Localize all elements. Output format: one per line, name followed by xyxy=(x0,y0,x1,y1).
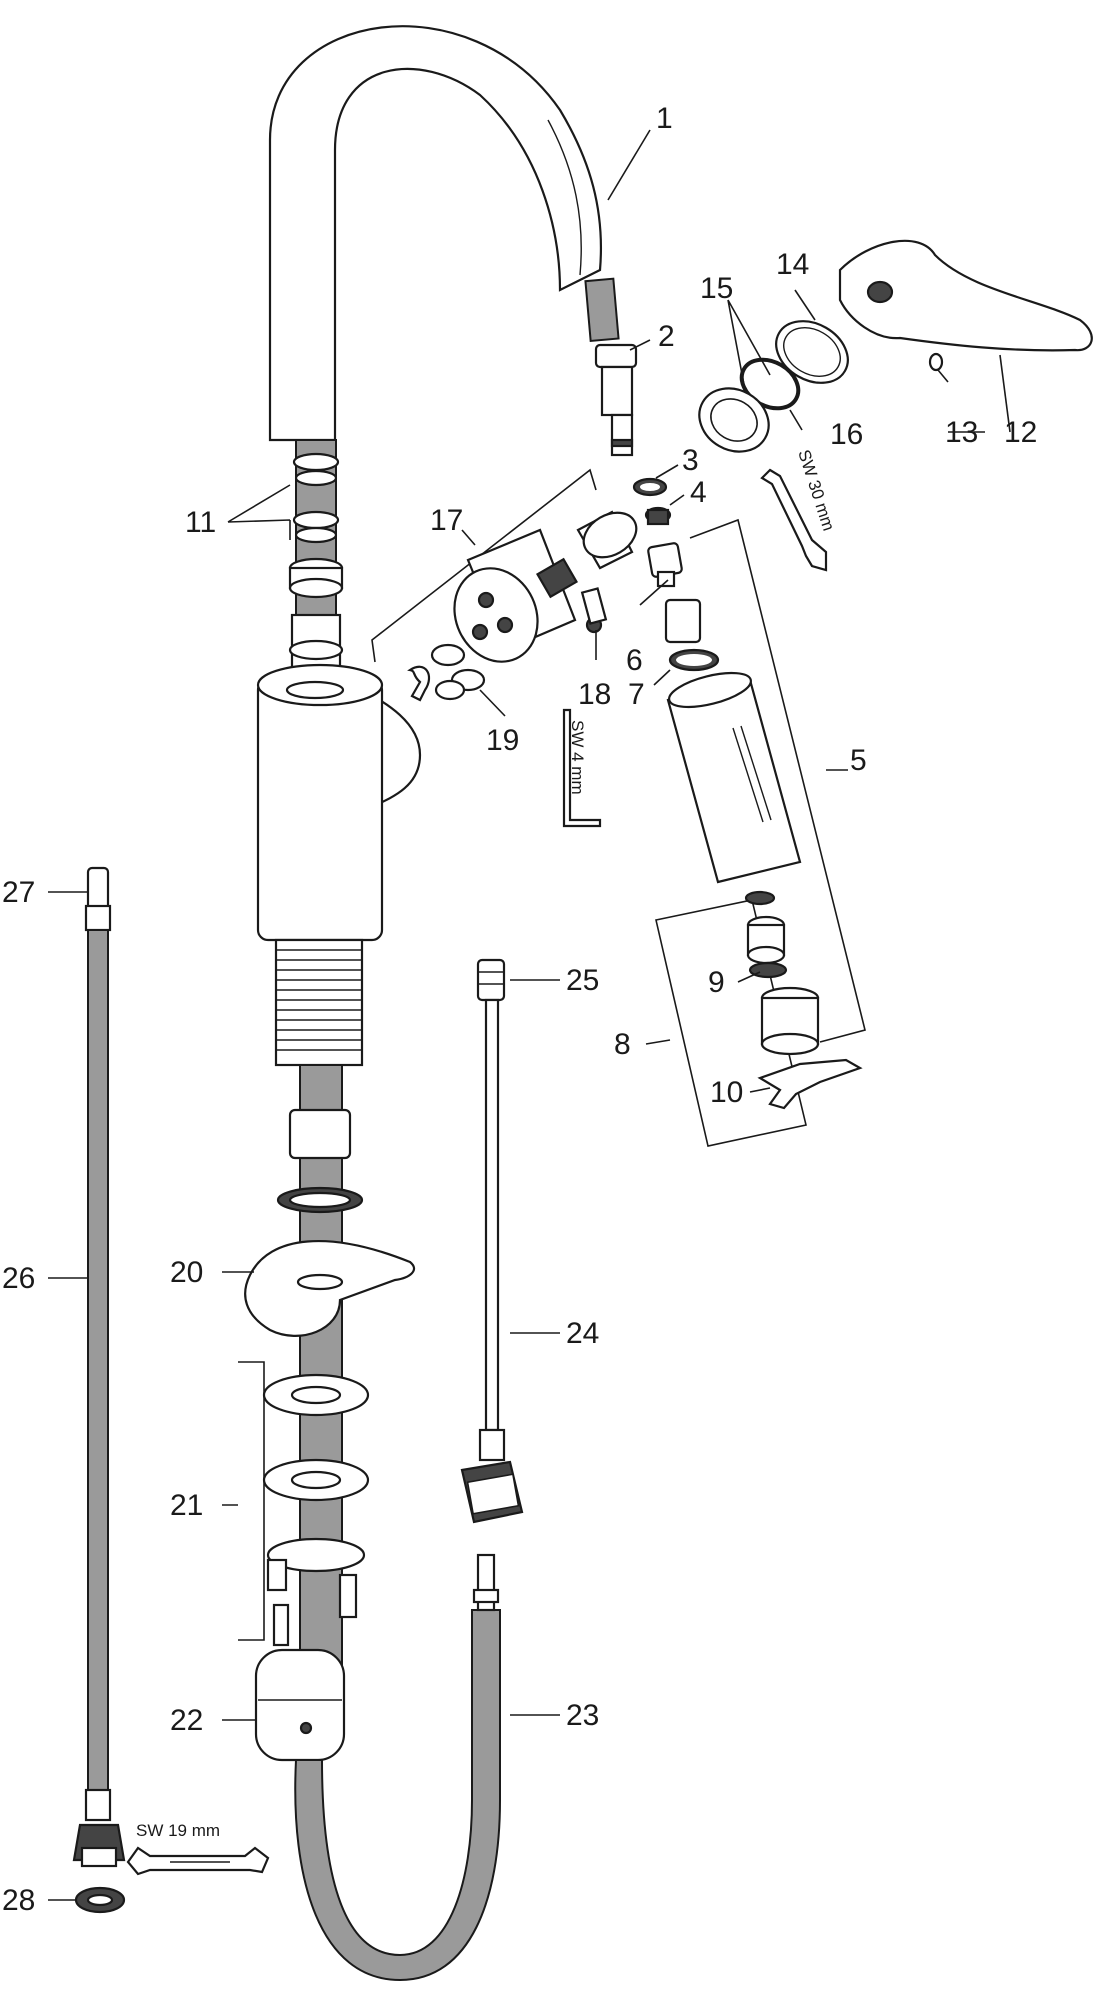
pullout-hose-upper xyxy=(584,277,620,343)
callout-2: 2 xyxy=(658,320,675,353)
wrench-sw30 xyxy=(760,468,828,572)
callout-23: 23 xyxy=(566,1699,599,1732)
callout-14: 14 xyxy=(776,248,809,281)
callout-22: 22 xyxy=(170,1704,203,1737)
o-ring-part-3 xyxy=(632,477,668,497)
callout-25: 25 xyxy=(566,964,599,997)
valve-part-4 xyxy=(644,506,672,526)
screw-part-18 xyxy=(580,587,608,634)
callout-15: 15 xyxy=(700,272,733,305)
callout-6: 6 xyxy=(626,644,643,677)
spray-sleeve-part-5 xyxy=(666,671,802,884)
callout-19: 19 xyxy=(486,724,519,757)
hose-connector-part xyxy=(594,343,638,457)
callout-16: 16 xyxy=(830,418,863,451)
tool-label-sw4: SW 4 mm xyxy=(568,720,587,795)
check-valve-part-6 xyxy=(647,542,683,588)
threaded-shank xyxy=(274,938,364,1067)
callout-24: 24 xyxy=(566,1317,599,1350)
callout-7: 7 xyxy=(628,678,645,711)
callout-3: 3 xyxy=(682,444,699,477)
callout-28: 28 xyxy=(2,1884,35,1917)
hex-key-sw4 xyxy=(562,708,602,828)
faucet-body xyxy=(256,663,422,942)
supply-hose-loop xyxy=(294,1553,501,1982)
seal-part-19 xyxy=(407,643,486,702)
callout-20: 20 xyxy=(170,1256,203,1289)
cartridge-part xyxy=(453,510,638,663)
outlet-hose-part xyxy=(460,958,524,1524)
screw-cap-part-13 xyxy=(928,352,944,372)
callout-4: 4 xyxy=(690,476,707,509)
callout-8: 8 xyxy=(614,1028,631,1061)
supply-line-part xyxy=(72,866,126,1914)
callout-13: 13 xyxy=(945,416,978,449)
callout-11: 11 xyxy=(185,506,216,539)
mounting-plate-part xyxy=(244,1239,416,1337)
callout-17: 17 xyxy=(430,504,463,537)
callout-21: 21 xyxy=(170,1489,203,1522)
callout-26: 26 xyxy=(2,1262,35,1295)
callout-10: 10 xyxy=(710,1076,743,1109)
callout-18: 18 xyxy=(578,678,611,711)
callout-12: 12 xyxy=(1004,416,1037,449)
nut-part-15 xyxy=(698,387,770,453)
callout-5: 5 xyxy=(850,744,867,777)
o-ring-part-7 xyxy=(668,648,720,672)
spout-shank xyxy=(288,439,344,672)
aerator-part-9 xyxy=(744,890,820,1056)
callout-27: 27 xyxy=(2,876,35,909)
cover-ring-part-14 xyxy=(775,320,849,384)
lever-handle-part-12 xyxy=(838,239,1093,352)
callout-labels: 1 2 3 4 5 6 7 8 9 10 11 12 13 14 15 16 1… xyxy=(2,102,1037,1917)
leader-lines xyxy=(48,129,1011,1901)
group-bracket-5 xyxy=(689,518,866,1043)
hose-weight-part xyxy=(254,1648,346,1762)
tool-label-sw19: SW 19 mm xyxy=(136,1821,220,1840)
callout-1: 1 xyxy=(656,102,673,135)
spout-part xyxy=(268,25,603,442)
sleeve-small xyxy=(664,598,702,644)
callout-9: 9 xyxy=(708,966,725,999)
aerator-key-part-10 xyxy=(757,1058,863,1110)
wrench-sw19 xyxy=(126,1846,270,1876)
group-bracket-8 xyxy=(655,899,807,1147)
